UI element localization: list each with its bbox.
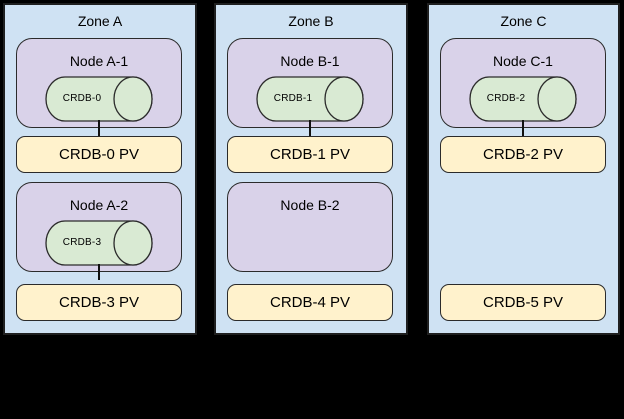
disk-crdb-0-label: CRDB-0 (62, 93, 102, 104)
connector-line (98, 264, 100, 280)
disk-crdb-2-label: CRDB-2 (486, 93, 526, 104)
node-b2-box: Node B-2 (227, 182, 393, 272)
node-b2-label: Node B-2 (280, 197, 340, 213)
pv-box-crdb-3: CRDB-3 PV (16, 284, 182, 321)
node-c1-box: Node C-1 CRDB-2 (440, 38, 606, 128)
disk-cylinder-crdb-2: CRDB-2 (469, 76, 577, 122)
cylinder-icon (45, 76, 153, 122)
zone-a-panel: Zone A Node A-1 CRDB-0 CRDB-0 PV Node A-… (3, 3, 197, 335)
pv-box-crdb-1: CRDB-1 PV (227, 136, 393, 173)
pv-box-crdb-5: CRDB-5 PV (440, 284, 606, 321)
node-a2-box: Node A-2 CRDB-3 (16, 182, 182, 272)
node-a1-box: Node A-1 CRDB-0 (16, 38, 182, 128)
node-b1-label: Node B-1 (280, 53, 340, 69)
pv-box-crdb-0: CRDB-0 PV (16, 136, 182, 173)
zone-c-panel: Zone C Node C-1 CRDB-2 CRDB-2 PV CRDB-5 … (427, 3, 620, 335)
disk-cylinder-crdb-1: CRDB-1 (256, 76, 364, 122)
cylinder-icon (469, 76, 577, 122)
zone-a-title: Zone A (77, 13, 123, 29)
connector-line (309, 120, 311, 136)
node-a2-label: Node A-2 (69, 197, 129, 213)
zone-c-title: Zone C (500, 13, 547, 29)
pv-box-crdb-4: CRDB-4 PV (227, 284, 393, 321)
cylinder-icon (256, 76, 364, 122)
connector-line (98, 120, 100, 136)
disk-cylinder-crdb-3: CRDB-3 (45, 220, 153, 266)
disk-crdb-3-label: CRDB-3 (62, 237, 102, 248)
zone-b-title: Zone B (288, 13, 334, 29)
node-b1-box: Node B-1 CRDB-1 (227, 38, 393, 128)
zone-b-panel: Zone B Node B-1 CRDB-1 CRDB-1 PV Node B-… (214, 3, 408, 335)
node-a1-label: Node A-1 (69, 53, 129, 69)
disk-cylinder-crdb-0: CRDB-0 (45, 76, 153, 122)
cylinder-icon (45, 220, 153, 266)
connector-line (522, 120, 524, 136)
disk-crdb-1-label: CRDB-1 (273, 93, 313, 104)
node-c1-label: Node C-1 (493, 53, 553, 69)
pv-box-crdb-2: CRDB-2 PV (440, 136, 606, 173)
